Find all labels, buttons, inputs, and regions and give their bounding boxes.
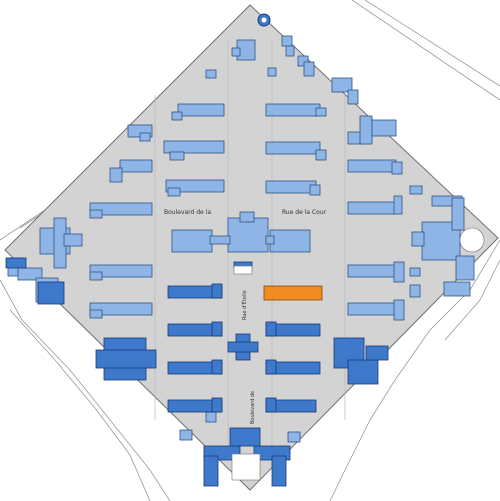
- east-rotunda-wing[interactable]: [347, 359, 379, 385]
- west-dark-block: [5, 257, 65, 305]
- label-mid-bottom: Boulevard de: [250, 391, 256, 424]
- central-right-wing[interactable]: [269, 229, 311, 253]
- small-building-4[interactable]: [285, 45, 295, 57]
- left-wards: [89, 103, 225, 319]
- ward-left-5-annex[interactable]: [89, 209, 103, 219]
- ward-left-1[interactable]: [177, 103, 225, 117]
- east-rotunda: [333, 337, 389, 385]
- west-rotunda-wing[interactable]: [95, 349, 157, 369]
- dark-ward-left-1-annex[interactable]: [211, 283, 223, 299]
- small-building-7[interactable]: [409, 185, 423, 195]
- courtyard-1: [459, 227, 485, 253]
- dark-ward-right-2-annex[interactable]: [265, 359, 277, 375]
- west-dark-2[interactable]: [37, 281, 65, 305]
- dark-chapel-transept[interactable]: [227, 341, 259, 353]
- ward-left-5[interactable]: [89, 202, 153, 216]
- ward-left-7-annex[interactable]: [89, 309, 103, 319]
- central-complex: [171, 211, 311, 253]
- ward-right-4-annex[interactable]: [391, 161, 403, 175]
- east-rotunda-annex[interactable]: [365, 345, 389, 361]
- west-annex[interactable]: [63, 233, 83, 247]
- small-building-12[interactable]: [287, 431, 301, 443]
- highlighted-ward[interactable]: [263, 285, 323, 301]
- ward-right-1-annex[interactable]: [315, 107, 327, 117]
- ward-right-5-annex[interactable]: [393, 195, 403, 215]
- ward-right-8-annex[interactable]: [359, 115, 373, 145]
- small-building-8[interactable]: [409, 267, 421, 277]
- courtyards: [231, 227, 485, 481]
- central-main-hall[interactable]: [227, 217, 269, 253]
- east-complex: [411, 195, 475, 297]
- dark-ward-right-3-annex[interactable]: [265, 397, 277, 413]
- dark-entrance-wing-left[interactable]: [203, 455, 219, 487]
- small-building-5[interactable]: [297, 55, 309, 67]
- central-link-right[interactable]: [265, 235, 275, 245]
- label-left-center: Boulevard de la: [164, 209, 211, 216]
- small-building-10[interactable]: [205, 411, 217, 423]
- ward-right-9[interactable]: [371, 119, 397, 137]
- ward-right-3[interactable]: [265, 180, 317, 194]
- small-building-6[interactable]: [303, 61, 315, 77]
- dark-entrance-wing-right[interactable]: [271, 455, 287, 487]
- ward-left-6[interactable]: [89, 264, 153, 278]
- central-link[interactable]: [209, 235, 231, 245]
- ward-left-8-annex[interactable]: [139, 132, 151, 142]
- ward-right-6[interactable]: [347, 264, 399, 278]
- ward-right-1[interactable]: [265, 103, 321, 117]
- central-left-wing[interactable]: [171, 229, 213, 253]
- ward-left-6-annex[interactable]: [89, 271, 103, 281]
- small-building-9[interactable]: [409, 284, 421, 298]
- ward-right-2[interactable]: [265, 141, 321, 155]
- ward-left-3-annex[interactable]: [167, 187, 181, 197]
- east-wing-corner[interactable]: [451, 197, 465, 231]
- ward-right-7-annex[interactable]: [393, 299, 405, 321]
- dark-ward-right-1-annex[interactable]: [265, 321, 277, 337]
- ward-right-6-annex[interactable]: [393, 261, 405, 283]
- ward-left-7[interactable]: [89, 302, 153, 316]
- ward-right-4[interactable]: [347, 159, 397, 173]
- ward-left-2-annex[interactable]: [169, 151, 185, 161]
- ward-right-2-annex[interactable]: [315, 149, 327, 161]
- ward-right-5[interactable]: [347, 201, 399, 215]
- dark-entrance-center[interactable]: [229, 427, 261, 447]
- ward-left-2[interactable]: [163, 140, 225, 154]
- small-building-11[interactable]: [179, 429, 193, 441]
- label-right-center: Rue de la Cour: [282, 209, 327, 216]
- right-wards: [265, 77, 405, 321]
- ward-right-7[interactable]: [347, 302, 399, 316]
- east-wing-lower[interactable]: [455, 255, 475, 281]
- dark-ward-left-4-annex[interactable]: [211, 397, 223, 413]
- small-building-3[interactable]: [281, 35, 293, 47]
- ward-left-4[interactable]: [119, 159, 153, 173]
- dark-ward-left-3-annex[interactable]: [211, 359, 223, 375]
- west-dark-1[interactable]: [5, 257, 27, 269]
- top-chapel-apse[interactable]: [231, 47, 241, 57]
- courtyard-2: [231, 453, 261, 481]
- dark-ward-left-2-annex[interactable]: [211, 321, 223, 337]
- label-mid-top: Rue d'Étoile: [240, 290, 248, 320]
- east-annex[interactable]: [411, 231, 425, 247]
- west-block-2[interactable]: [17, 267, 43, 281]
- ward-left-3[interactable]: [165, 179, 225, 193]
- ward-left-4-annex[interactable]: [109, 167, 123, 183]
- ward-left-1-annex[interactable]: [171, 111, 183, 121]
- dark-wards: [167, 261, 321, 487]
- ward-right-11[interactable]: [347, 89, 359, 105]
- east-entrance[interactable]: [443, 281, 471, 297]
- west-rotunda: [95, 337, 157, 381]
- top-buildings: [179, 35, 423, 443]
- compass-icon: [257, 13, 271, 27]
- ward-right-3-annex[interactable]: [309, 184, 321, 196]
- ward-right-10[interactable]: [331, 77, 353, 93]
- small-building-2[interactable]: [267, 67, 277, 77]
- courtyard-3: [233, 265, 253, 275]
- central-dome[interactable]: [239, 211, 255, 223]
- small-building-1[interactable]: [205, 69, 217, 79]
